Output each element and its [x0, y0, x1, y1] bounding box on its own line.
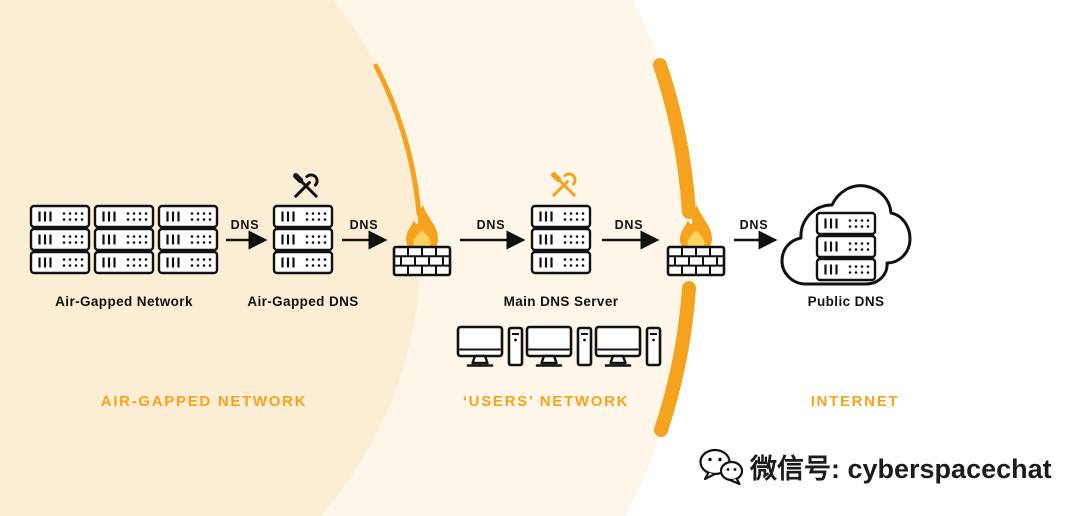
server-stack-icon — [274, 206, 332, 273]
link-label: DNS — [477, 218, 506, 232]
air-gapped-dns-server — [274, 206, 332, 273]
zone-label-internet: INTERNET — [811, 393, 900, 410]
link-airgapped-dns-to-firewall: DNS — [342, 218, 388, 250]
server-cluster-icon — [31, 206, 217, 273]
internet-boundary-arc-top — [653, 58, 696, 219]
server-stack-icon — [159, 206, 217, 273]
server-stack-icon — [532, 206, 590, 273]
link-label: DNS — [350, 218, 379, 232]
server-stack-icon — [95, 206, 153, 273]
link-main-dns-to-firewall: DNS — [602, 218, 660, 250]
wechat-icon — [699, 448, 744, 486]
link-cluster-to-airgapped-dns: DNS — [226, 218, 268, 250]
node-label-main-dns-server: Main DNS Server — [504, 294, 619, 309]
server-stack-icon — [817, 213, 875, 280]
watermark: 微信号: cyberspacechat — [699, 448, 1052, 486]
zone-label-air-gapped: AIR-GAPPED NETWORK — [101, 393, 307, 410]
link-label: DNS — [231, 218, 260, 232]
server-stack-icon — [31, 206, 89, 273]
link-firewall-to-main-dns: DNS — [460, 218, 526, 250]
air-gap-boundary-arc — [373, 63, 422, 217]
link-label: DNS — [740, 218, 769, 232]
internet-boundary-arc-bottom — [654, 281, 696, 437]
node-label-air-gapped-network: Air-Gapped Network — [55, 294, 193, 309]
link-label: DNS — [615, 218, 644, 232]
node-label-air-gapped-dns: Air-Gapped DNS — [247, 294, 358, 309]
zone-label-users: ‘USERS’ NETWORK — [463, 393, 629, 410]
watermark-text: 微信号: cyberspacechat — [749, 454, 1052, 484]
link-firewall-to-public-dns: DNS — [734, 218, 778, 250]
cloud-server-icon — [780, 184, 912, 286]
main-dns-server — [532, 206, 590, 273]
node-label-public-dns: Public DNS — [808, 294, 885, 309]
